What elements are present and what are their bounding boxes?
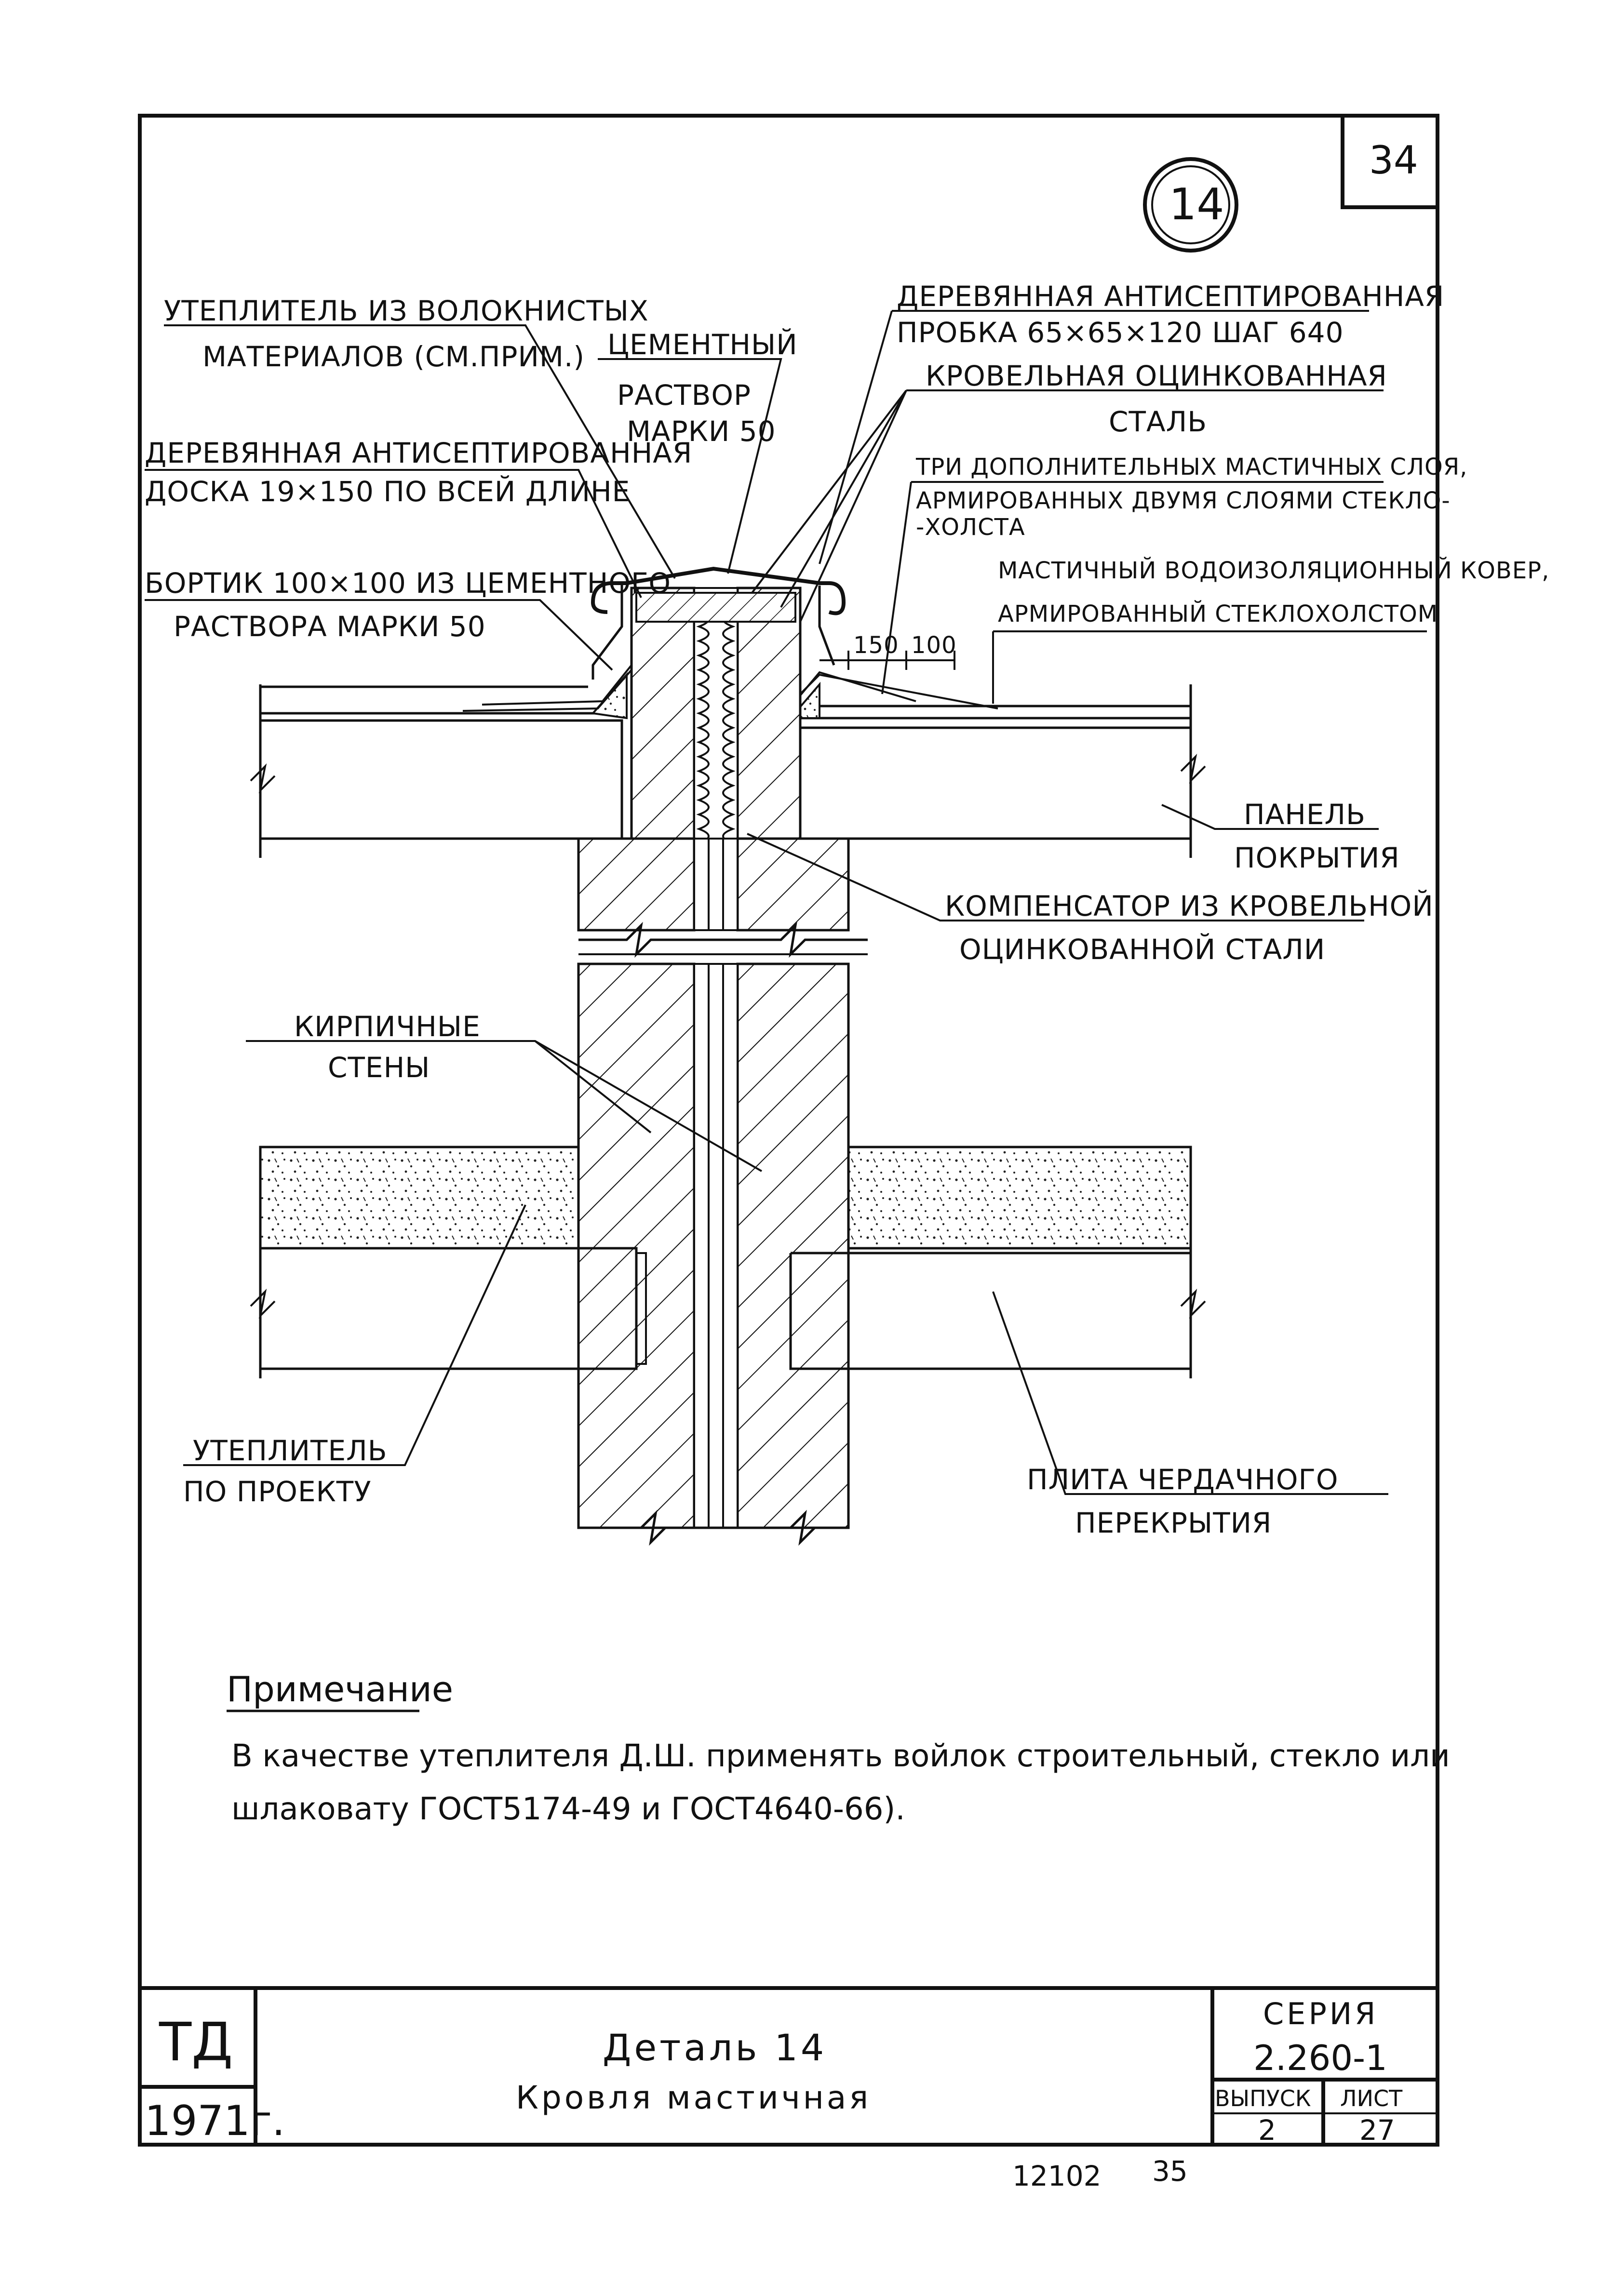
title-name: Кровля мастичная [516,2079,871,2116]
brick-wall-mid-left [577,837,696,932]
footer-page: 35 [1152,2155,1188,2188]
label-compensator-1: КОМПЕНСАТОР ИЗ КРОВЕЛЬНОЙ [945,889,1434,922]
roof-panel-left [260,719,623,840]
label-fibrous-insulation-1: УТЕПЛИТЕЛЬ ИЗ ВОЛОКНИСТЫХ [164,294,649,327]
label-curb-2: РАСТВОРА МАРКИ 50 [174,610,486,643]
label-mastic-layers-1: ТРИ ДОПОЛНИТЕЛЬНЫХ МАСТИЧНЫХ СЛОЯ, [915,454,1467,481]
label-wood-board-2: ДОСКА 19×150 ПО ВСЕЙ ДЛИНЕ [145,475,630,508]
issue-label: ВЫПУСК [1215,2085,1311,2111]
label-attic-slab-2: ПЕРЕКРЫТИЯ [1075,1507,1272,1539]
attic-slab-right [789,1252,1191,1370]
series-value: 2.260-1 [1253,2038,1387,2078]
label-carpet-1: МАСТИЧНЫЙ ВОДОИЗОЛЯЦИОННЫЙ КОВЕР, [998,557,1549,584]
detail-marker: 14 [1143,157,1238,253]
galvanized-cap-flashing [591,566,846,615]
label-galv-steel-2: СТАЛЬ [1109,405,1207,438]
detail-marker-number: 14 [1169,179,1224,230]
label-panel-2: ПОКРЫТИЯ [1234,841,1400,874]
label-wood-plug-2: ПРОБКА 65×65×120 ШАГ 640 [897,316,1344,349]
attic-insulation-left [259,1146,580,1250]
attic-slab-left [260,1247,638,1370]
note-line-2: шлаковату ГОСТ5174-49 и ГОСТ4640-66). [231,1791,905,1827]
label-curb-1: БОРТИК 100×100 ИЗ ЦЕМЕНТНОГО [145,567,671,600]
sheet-frame [138,114,1439,2147]
label-attic-slab-1: ПЛИТА ЧЕРДАЧНОГО [1027,1463,1339,1496]
title-org: ТД [159,2011,233,2073]
brick-wall-mid-right [736,837,850,932]
label-panel-1: ПАНЕЛЬ [1244,798,1366,831]
label-cement-1: ЦЕМЕНТНЫЙ [607,328,798,361]
corner-number-box: 34 [1341,116,1438,209]
label-wood-board-1: ДЕРЕВЯННАЯ АНТИСЕПТИРОВАННАЯ [145,437,692,469]
label-brick-1: КИРПИЧНЫЕ [294,1010,481,1043]
sheet-value: 27 [1359,2114,1395,2147]
label-cement-3: МАРКИ 50 [627,415,776,448]
brick-wall-upper-right [736,587,802,840]
footer-code: 12102 [1012,2160,1102,2192]
label-insul-project-1: УТЕПЛИТЕЛЬ [193,1434,388,1467]
brick-wall-lower-left [577,962,696,1529]
label-galv-steel-1: КРОВЕЛЬНАЯ ОЦИНКОВАННАЯ [926,360,1387,392]
label-wood-plug-1: ДЕРЕВЯННАЯ АНТИСЕПТИРОВАННАЯ [897,280,1444,313]
corner-number: 34 [1369,138,1418,183]
series-label: СЕРИЯ [1263,1996,1378,2031]
label-carpet-2: АРМИРОВАННЫЙ СТЕКЛОХОЛСТОМ [998,600,1438,627]
brick-wall-upper-left [630,587,696,840]
dimension-100: 100 [911,632,957,659]
label-insul-project-2: ПО ПРОЕКТУ [183,1475,372,1508]
note-line-1: В качестве утеплителя Д.Ш. применять вой… [231,1738,1450,1774]
note-heading: Примечание [227,1669,453,1709]
roof-panel-right [789,726,1191,840]
label-mastic-layers-2: АРМИРОВАННЫХ ДВУМЯ СЛОЯМИ СТЕКЛО- [916,487,1451,514]
issue-value: 2 [1258,2114,1276,2147]
title-detail: Деталь 14 [603,2026,827,2069]
wood-plug [635,592,796,623]
label-brick-2: СТЕНЫ [328,1051,430,1084]
label-fibrous-insulation-2: МАТЕРИАЛОВ (СМ.ПРИМ.) [202,340,585,373]
sheet-label: ЛИСТ [1340,2085,1403,2111]
label-mastic-layers-3: -ХОЛСТА [916,514,1025,541]
dimension-150: 150 [853,632,899,659]
attic-insulation-right [847,1146,1192,1250]
title-year: 1971г. [145,2097,285,2145]
break-line-chimney [578,921,868,958]
label-compensator-2: ОЦИНКОВАННОЙ СТАЛИ [959,933,1325,966]
label-cement-2: РАСТВОР [617,379,751,412]
title-block: ТД 1971г. Деталь 14 Кровля мастичная СЕР… [140,1986,1438,2147]
fibrous-insulation [693,587,739,859]
brick-wall-lower-right [736,962,850,1529]
